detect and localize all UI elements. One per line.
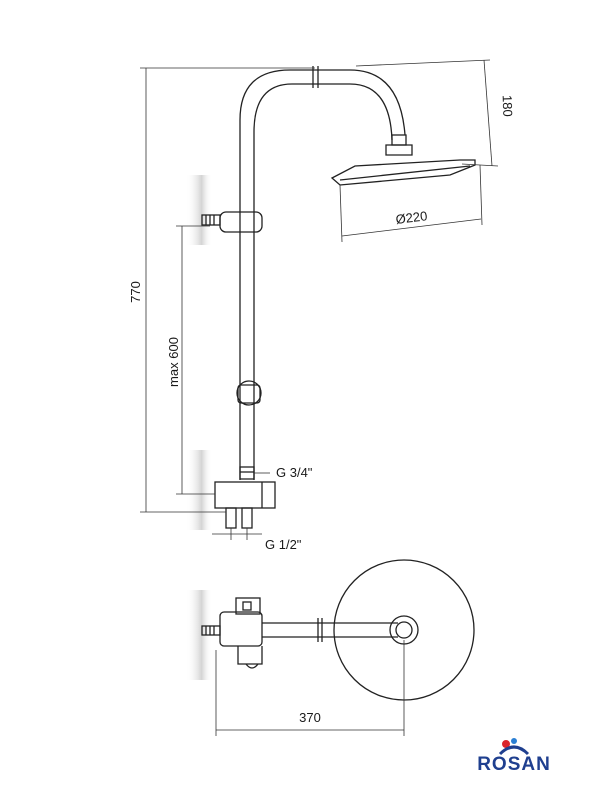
wall-shadow-top [186, 175, 212, 245]
brand-logo: ROSAN [456, 736, 572, 784]
logo-arc [498, 745, 530, 756]
arm-outer [239, 69, 406, 136]
side-dimensions [140, 59, 499, 540]
side-view [186, 66, 476, 530]
slider-knob [236, 380, 262, 406]
arm-inner [253, 83, 393, 141]
plan-bracket [219, 611, 263, 647]
plan-diverter [235, 597, 261, 615]
shower-head-face [339, 165, 471, 181]
plan-handle [237, 646, 263, 665]
dim-180-line [483, 59, 493, 167]
dim-head-height: 180 [500, 95, 516, 117]
top-bracket-nozzle [201, 214, 221, 226]
slider-collar [237, 384, 261, 404]
head-neck [391, 134, 407, 146]
dim-max-height: max 600 [166, 337, 181, 387]
dim-head-diameter: Ø220 [395, 208, 428, 227]
top-view [186, 559, 475, 701]
diverter-collar [239, 466, 255, 480]
head-mount-inner [395, 621, 413, 639]
inlet-right [241, 507, 253, 529]
plan-nozzle [201, 625, 221, 636]
head-mount-outer [389, 615, 419, 645]
logo-dot-blue [511, 738, 517, 744]
logo-wordmark: ROSAN [477, 754, 551, 775]
top-bracket [219, 211, 263, 233]
shower-head-side [330, 159, 476, 186]
dim-total-height: 770 [128, 281, 143, 303]
dim-outlet-thread: G 3/4" [276, 465, 313, 480]
inlet-left [225, 507, 237, 529]
top-dimensions [215, 640, 405, 736]
dim-inlet-thread: G 1/2" [265, 537, 302, 552]
dim-220-line [341, 218, 482, 237]
dim-arm-reach: 370 [299, 710, 321, 725]
logo-dot-red [502, 740, 510, 748]
mixer-body [214, 481, 276, 509]
wall-shadow-bottom [186, 450, 212, 530]
head-nut [385, 144, 413, 156]
